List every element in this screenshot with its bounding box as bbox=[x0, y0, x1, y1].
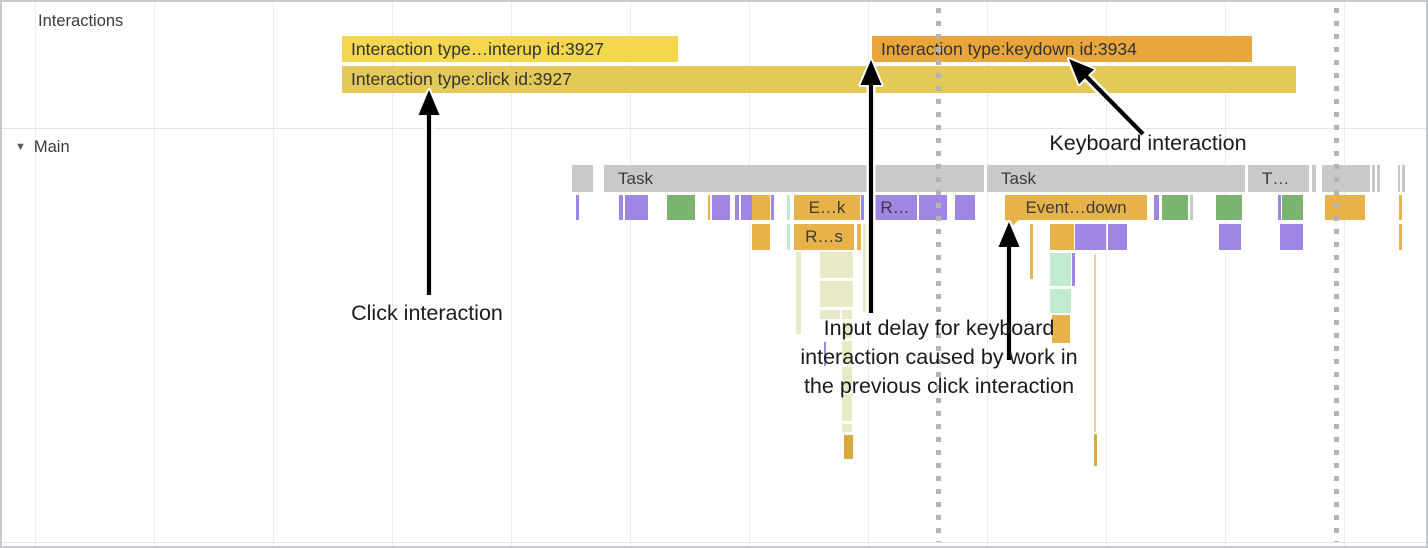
flame-segment[interactable] bbox=[625, 195, 648, 220]
flame-segment[interactable] bbox=[752, 224, 770, 250]
flame-segment[interactable] bbox=[787, 195, 790, 220]
flame-segment[interactable] bbox=[863, 224, 866, 312]
gridline bbox=[1344, 2, 1345, 546]
flame-segment[interactable] bbox=[1282, 195, 1303, 220]
flame-segment[interactable] bbox=[752, 195, 770, 220]
flame-segment[interactable] bbox=[1094, 434, 1097, 466]
flame-segment[interactable] bbox=[824, 342, 826, 366]
flame-segment[interactable] bbox=[741, 195, 752, 220]
interaction-bar-pointerup[interactable]: Interaction type…interup id:3927 bbox=[342, 36, 678, 62]
interaction-bar-click[interactable]: Interaction type:click id:3927 bbox=[342, 66, 1296, 93]
flame-segment[interactable] bbox=[1216, 195, 1242, 220]
flame-segment[interactable] bbox=[1154, 195, 1159, 220]
flame-segment[interactable] bbox=[1108, 224, 1127, 250]
gridline bbox=[987, 2, 988, 546]
flame-segment[interactable] bbox=[712, 195, 730, 220]
task-bar[interactable] bbox=[1322, 165, 1370, 192]
click-interaction-note: Click interaction bbox=[351, 301, 503, 325]
task-bar[interactable] bbox=[1372, 165, 1375, 192]
flame-segment[interactable] bbox=[820, 310, 840, 319]
task-bar[interactable] bbox=[1398, 165, 1400, 192]
interactions-track-title: Interactions bbox=[38, 12, 124, 30]
flame-segment[interactable] bbox=[842, 341, 852, 364]
keyboard-interaction-note: Keyboard interaction bbox=[1049, 131, 1247, 155]
gridline bbox=[749, 2, 750, 546]
flame-segment[interactable]: E…k bbox=[794, 195, 860, 220]
collapse-triangle-icon[interactable]: ▼ bbox=[15, 141, 26, 153]
flame-segment[interactable] bbox=[857, 224, 861, 250]
task-bar[interactable]: T… bbox=[1248, 165, 1309, 192]
flame-segment[interactable] bbox=[796, 252, 801, 334]
task-bar[interactable]: Task bbox=[987, 165, 1245, 192]
track-separator bbox=[2, 128, 1426, 129]
flame-segment[interactable] bbox=[919, 195, 947, 220]
gridline bbox=[1225, 2, 1226, 546]
event-bar-notch[interactable] bbox=[1006, 219, 1020, 227]
flame-segment[interactable] bbox=[842, 310, 852, 319]
flame-segment[interactable] bbox=[1278, 195, 1281, 220]
flame-segment[interactable] bbox=[1050, 289, 1071, 313]
timing-dotted-line bbox=[1334, 8, 1339, 542]
task-bar[interactable] bbox=[1402, 165, 1405, 192]
flame-segment[interactable] bbox=[1050, 224, 1074, 250]
interaction-bar-keydown[interactable]: Interaction type:keydown id:3934 bbox=[872, 36, 1252, 62]
flame-segment[interactable] bbox=[1190, 195, 1193, 220]
gridline bbox=[1106, 2, 1107, 546]
flame-segment[interactable] bbox=[955, 195, 975, 220]
flame-segment[interactable] bbox=[1052, 315, 1070, 343]
flame-segment[interactable] bbox=[1050, 253, 1071, 286]
flame-segment[interactable] bbox=[861, 195, 864, 220]
flame-segment[interactable] bbox=[576, 195, 579, 220]
task-bar[interactable] bbox=[1377, 165, 1380, 192]
flame-segment[interactable] bbox=[844, 435, 853, 459]
click-interaction-arrow bbox=[416, 88, 442, 295]
flame-segment[interactable] bbox=[708, 195, 710, 220]
flame-segment[interactable] bbox=[1280, 224, 1303, 250]
flame-segment[interactable] bbox=[842, 367, 852, 391]
timing-dotted-line bbox=[936, 8, 941, 542]
flame-segment[interactable] bbox=[1075, 224, 1106, 250]
flame-segment[interactable] bbox=[1030, 224, 1033, 279]
event-keydown-bar[interactable]: Event…down bbox=[1005, 195, 1147, 220]
flame-segment[interactable] bbox=[619, 195, 623, 220]
main-track-header[interactable]: ▼ Main bbox=[15, 138, 70, 157]
flame-segment[interactable] bbox=[1325, 195, 1365, 220]
flame-segment[interactable] bbox=[842, 322, 852, 338]
flame-segment[interactable] bbox=[1094, 254, 1096, 432]
flame-segment[interactable] bbox=[667, 195, 695, 220]
flame-segment[interactable] bbox=[1399, 195, 1402, 220]
track-separator bbox=[2, 542, 1426, 543]
flame-segment[interactable] bbox=[1072, 253, 1075, 286]
flame-segment[interactable] bbox=[842, 424, 852, 432]
interactions-track-label: Interactions bbox=[38, 12, 123, 31]
flame-segment[interactable] bbox=[820, 252, 853, 278]
flame-segment[interactable] bbox=[842, 394, 852, 421]
flame-segment[interactable] bbox=[771, 195, 774, 220]
gridline bbox=[392, 2, 393, 546]
flame-segment[interactable] bbox=[1162, 195, 1188, 220]
flame-segment[interactable] bbox=[820, 281, 853, 307]
flame-segment[interactable] bbox=[1399, 224, 1402, 250]
task-bar[interactable] bbox=[572, 165, 593, 192]
flame-segment[interactable] bbox=[735, 195, 739, 220]
flame-segment[interactable]: R… bbox=[873, 195, 917, 220]
gridline bbox=[35, 2, 36, 546]
flame-segment[interactable] bbox=[1219, 224, 1241, 250]
task-bar[interactable]: Task bbox=[604, 165, 984, 192]
gridline bbox=[154, 2, 155, 546]
main-track-title: Main bbox=[33, 138, 70, 156]
flame-segment[interactable] bbox=[787, 224, 790, 250]
flame-segment[interactable]: R…s bbox=[794, 224, 854, 250]
gridline bbox=[630, 2, 631, 546]
gridline bbox=[273, 2, 274, 546]
gridline bbox=[511, 2, 512, 546]
task-bar[interactable] bbox=[1312, 165, 1316, 192]
